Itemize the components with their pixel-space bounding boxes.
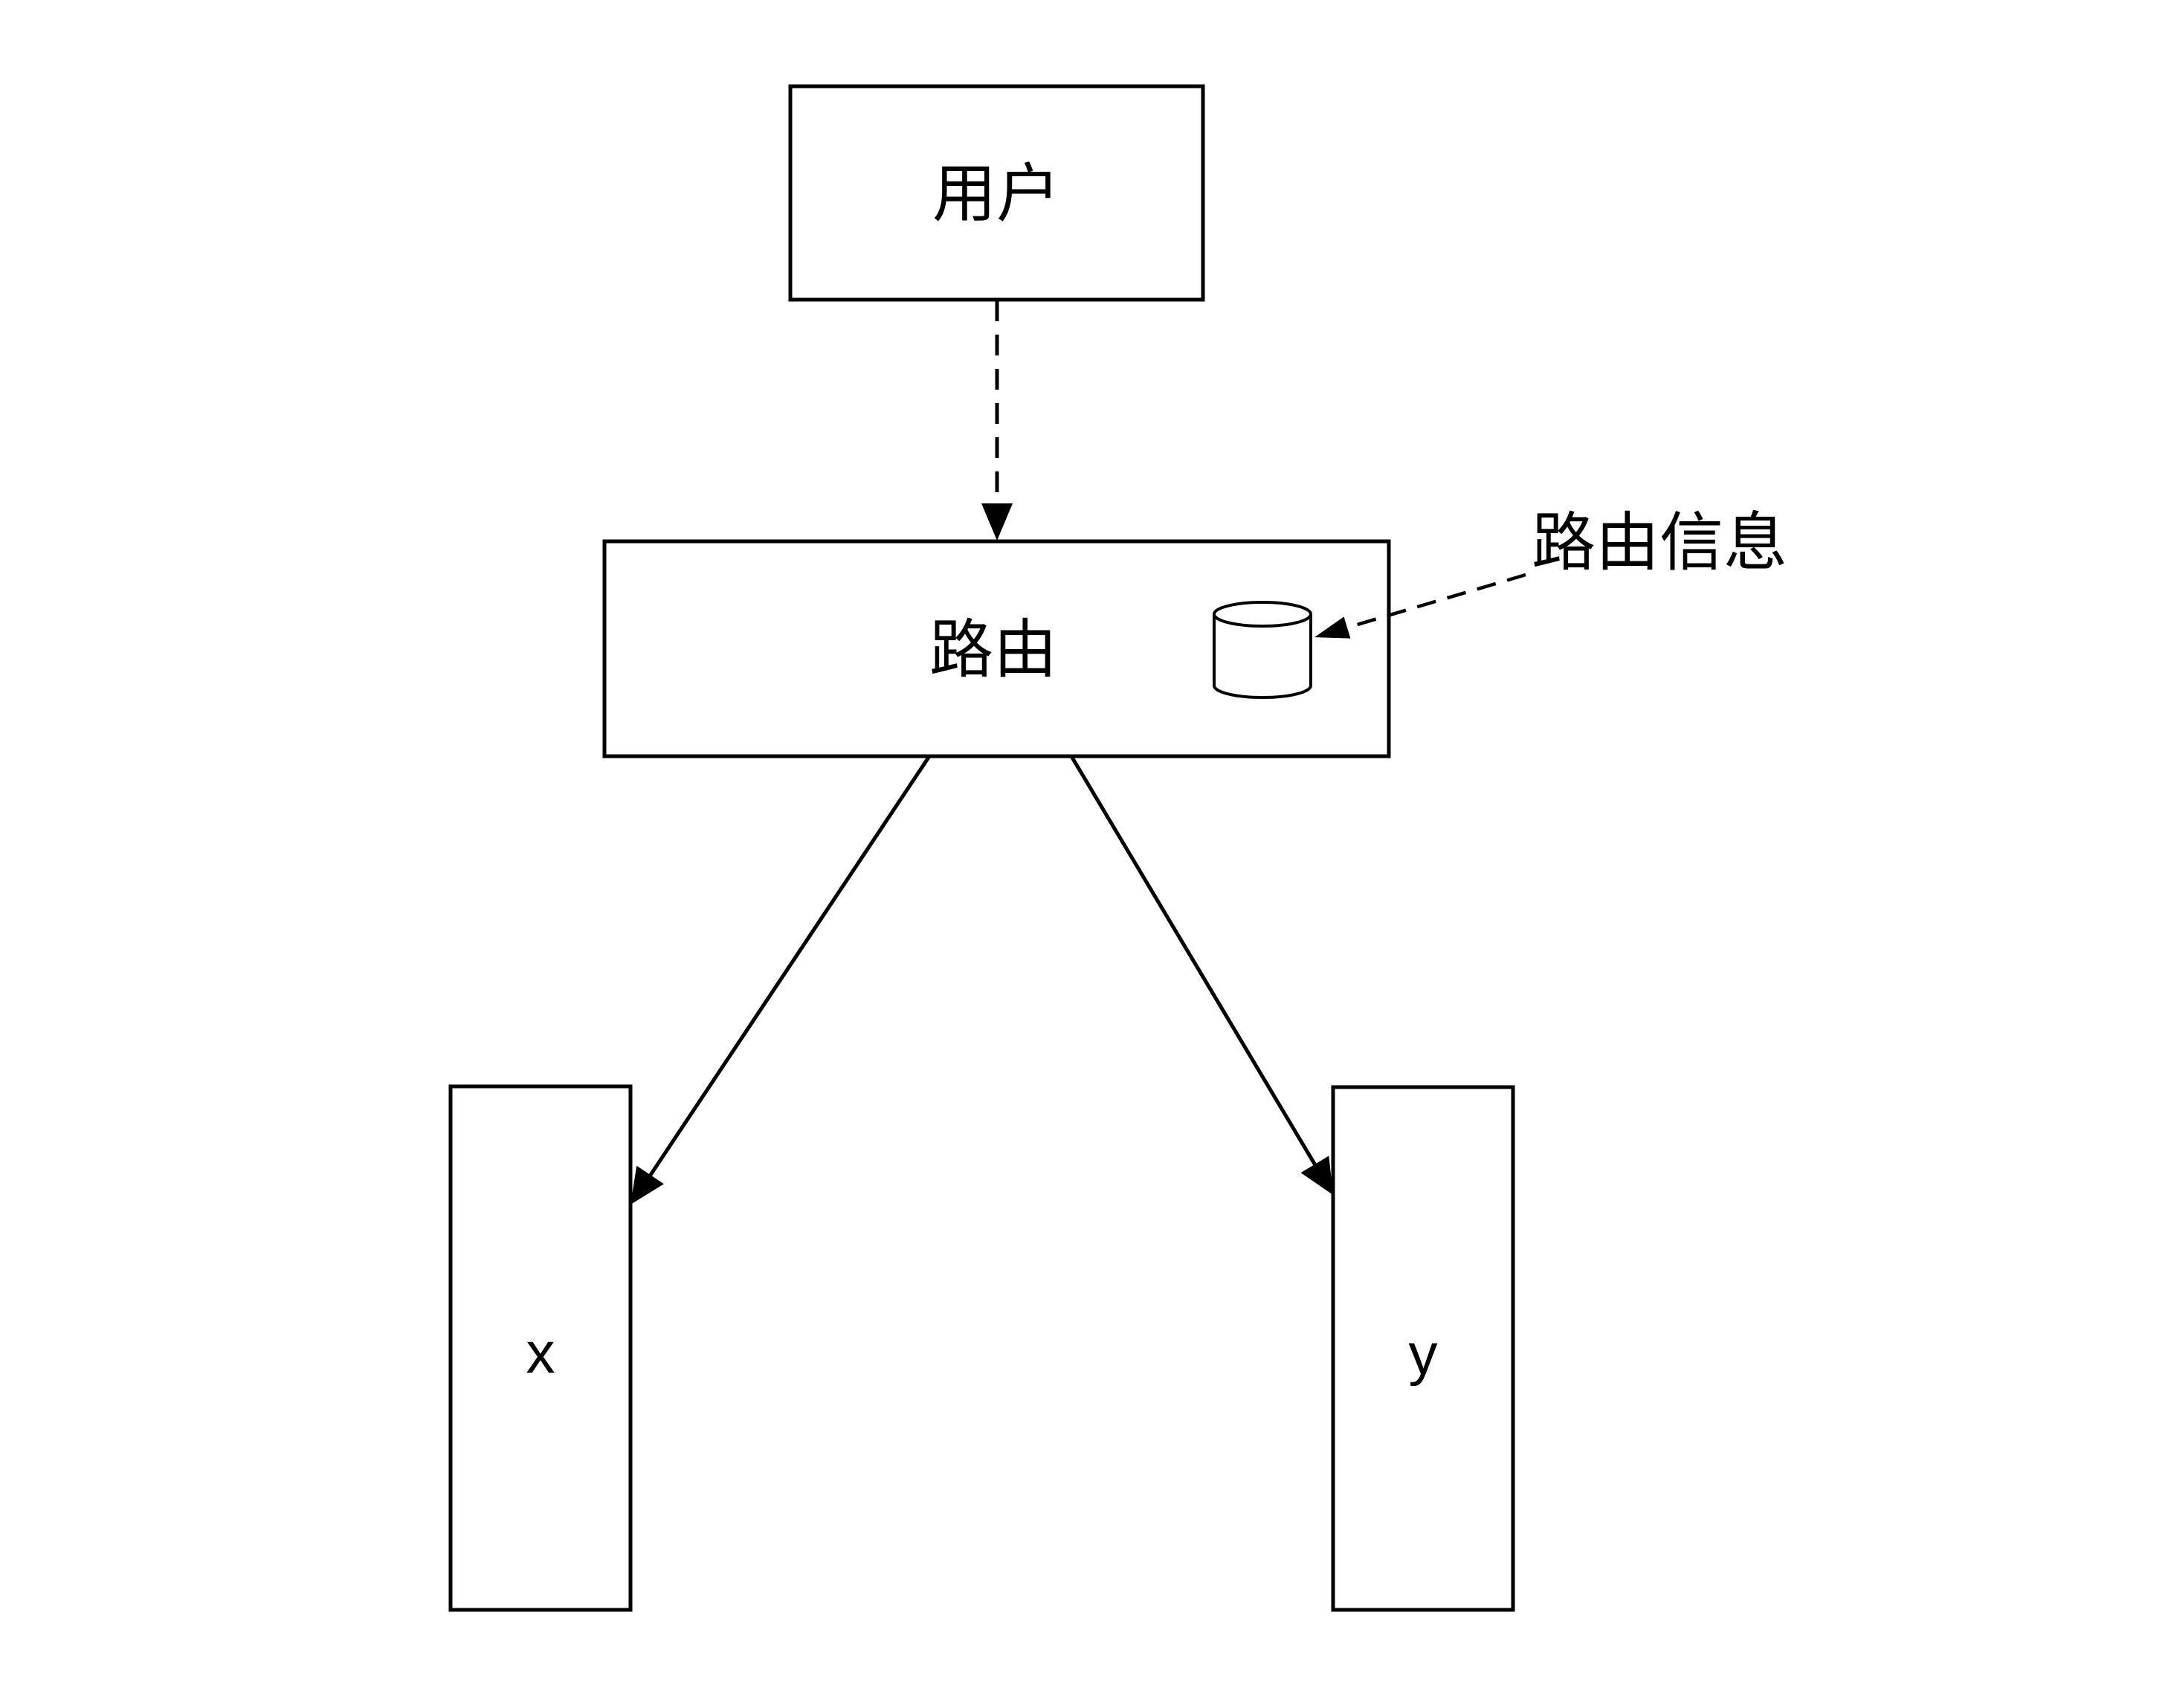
user-node-box	[788, 84, 1205, 302]
arrowhead-user-to-router	[981, 503, 1013, 541]
routing-info-annotation-label: 路由信息	[1532, 507, 1787, 579]
edge-router-to-y	[1069, 755, 1317, 1166]
branch-y-node-label: y	[1409, 1321, 1438, 1387]
database-cylinder-body	[1213, 614, 1312, 699]
branch-y-node-box	[1331, 1085, 1515, 1612]
database-cylinder-icon	[1213, 601, 1312, 699]
branch-x-node-box	[448, 1084, 633, 1612]
database-cylinder-top	[1213, 601, 1312, 628]
arrowhead-router-to-y	[1300, 1156, 1333, 1195]
router-node-label: 路由	[929, 614, 1057, 686]
arrowhead-router-to-x	[630, 1165, 664, 1205]
arrowhead-annotation-to-cylinder	[1314, 616, 1351, 639]
edge-router-to-x	[648, 755, 932, 1176]
user-node-label: 用户	[932, 158, 1060, 230]
branch-x-node-label: x	[526, 1320, 555, 1385]
